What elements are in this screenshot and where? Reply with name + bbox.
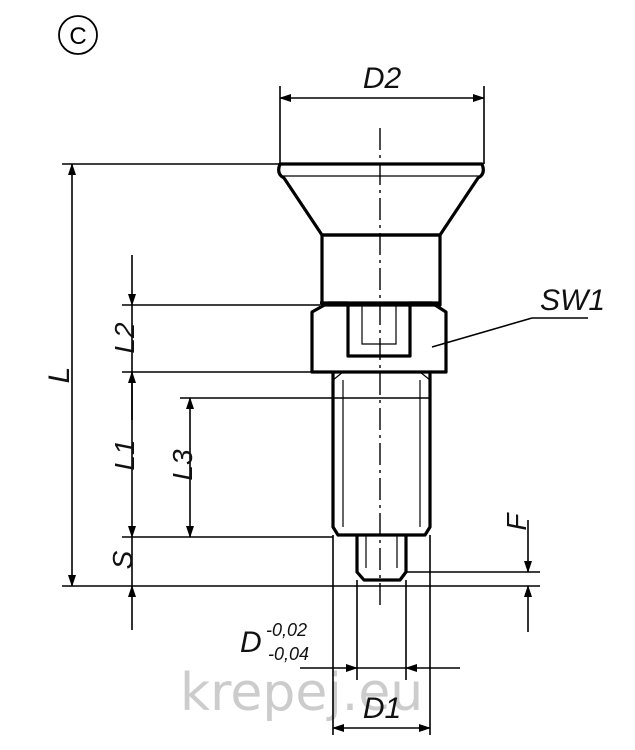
sw1-leader	[431, 317, 533, 348]
l3-label: L3	[167, 449, 198, 481]
d-tolerance-upper: -0,02	[266, 620, 307, 640]
hex-nut	[310, 301, 448, 374]
d2-label: D2	[363, 62, 402, 95]
plunger-pin	[355, 535, 408, 582]
view-marker: C	[58, 15, 98, 55]
threaded-body	[331, 371, 432, 537]
d-label: D	[240, 626, 262, 659]
l1-label: L1	[109, 439, 140, 470]
d1-label: D1	[363, 692, 401, 725]
s-label: S	[107, 550, 138, 569]
sw1-label: SW1	[540, 284, 605, 317]
view-marker-letter: C	[69, 23, 86, 50]
d-tolerance-lower: -0,04	[268, 644, 309, 664]
l-label: L	[43, 367, 76, 384]
knob-collar	[320, 233, 442, 307]
l2-label: L2	[109, 322, 140, 354]
watermark: krepej.eu	[180, 663, 423, 723]
f-label: F	[501, 512, 532, 531]
knob	[277, 162, 485, 237]
